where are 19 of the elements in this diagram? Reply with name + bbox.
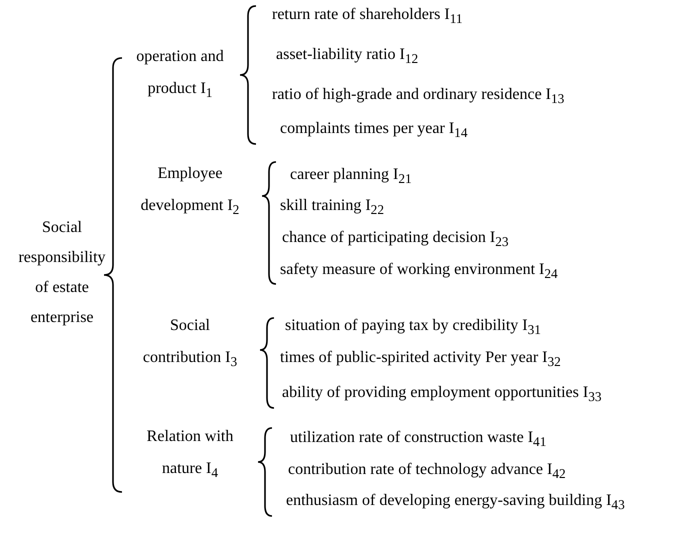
- category-label: operation and product I$_{1}$: [135, 46, 225, 102]
- root-label: Social responsibility of estate enterprise: [17, 218, 107, 328]
- category-label: Employee development I$_{2}$: [140, 164, 240, 220]
- category-label: Relation with nature I$_{4}$: [146, 426, 234, 482]
- indicator-label: contribution rate of technology advance I$_{42}$: [288, 460, 566, 484]
- indicator-label: career planning I$_{21}$: [290, 164, 412, 188]
- indicator-label: chance of participating decision I$_{23}$: [282, 228, 509, 252]
- indicator-label: ability of providing employment opportunities I$_{33}$: [282, 382, 602, 406]
- indicator-label: safety measure of working environment I$_{24}$: [280, 260, 558, 284]
- category-label: Social contribution I$_{3}$: [142, 316, 238, 372]
- indicator-label: times of public-spirited activity Per year I$_{32}$: [280, 348, 561, 372]
- indicator-label: asset-liability ratio I$_{12}$: [276, 44, 418, 68]
- indicator-label: enthusiasm of developing energy-saving building I$_{43}$: [286, 490, 625, 514]
- indicator-label: situation of paying tax by credibility I$_{31}$: [285, 316, 541, 340]
- indicator-label: return rate of shareholders I$_{11}$: [272, 4, 463, 28]
- indicator-label: ratio of high-grade and ordinary residence I$_{13}$: [272, 84, 564, 108]
- indicator-label: utilization rate of construction waste I$_{41}$: [290, 428, 546, 452]
- indicator-label: skill training I$_{22}$: [280, 196, 384, 220]
- indicator-label: complaints times per year I$_{14}$: [280, 118, 468, 142]
